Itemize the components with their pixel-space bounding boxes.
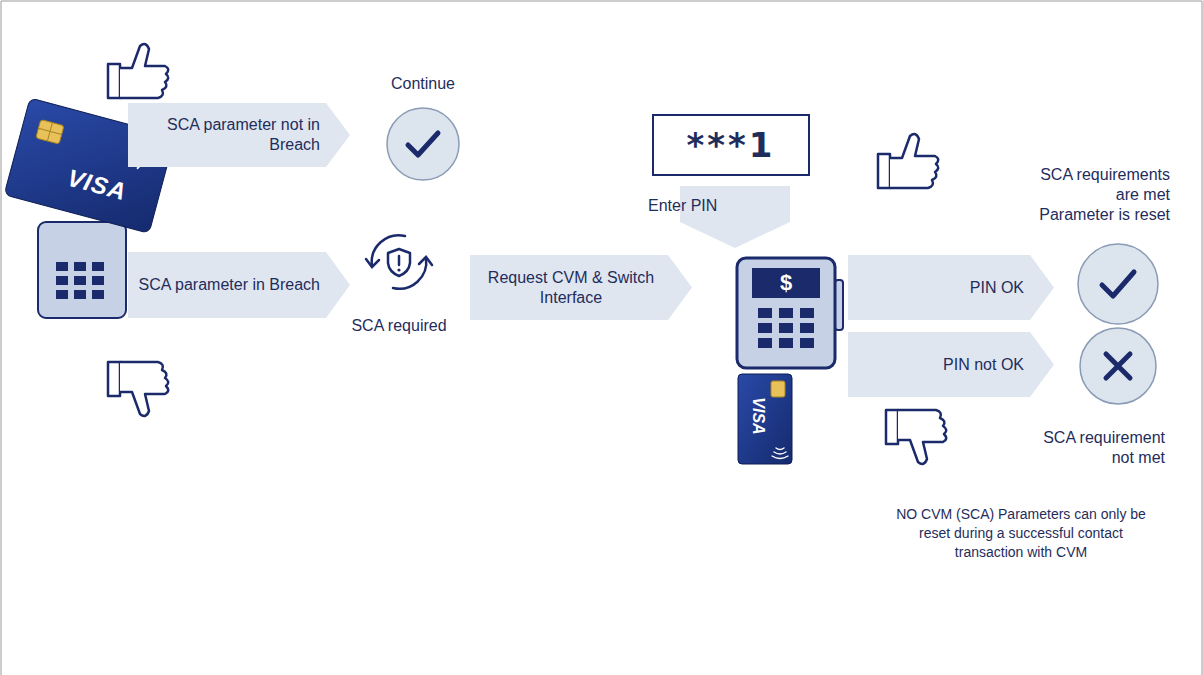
payment-terminal [38,222,126,318]
result-note: Parameter is reset [990,205,1170,225]
payment-terminal [737,258,843,368]
icon-caption: SCA required [345,316,453,336]
band-label: SCA parameter in Breach [138,275,320,295]
contact-card [738,374,792,464]
result-note-text: SCA requirement not met [1030,428,1165,468]
chevron-band: Request CVM & Switch Interface [470,255,692,320]
card-brand: VISA [749,391,767,441]
pin-display: ***1 [652,114,810,176]
band-label: PIN OK [858,278,1024,298]
chevron-band: SCA parameter in Breach [128,252,350,318]
result-circle-ok [1078,244,1158,324]
band-label: SCA parameter not in Breach [138,115,320,155]
footnote-text: NO CVM (SCA) Parameters can only be rese… [887,505,1155,562]
screen-symbol: $ [752,269,820,297]
node-outline [128,103,350,167]
chevron-band: PIN not OK [848,332,1054,397]
result-circle: Continue [383,74,463,182]
circle-heading: Continue [383,74,463,94]
band-label: PIN not OK [858,355,1024,375]
down-chevron: Enter PIN [646,186,796,248]
band-label: Request CVM & Switch Interface [480,268,662,308]
footnote: NO CVM (SCA) Parameters can only be rese… [876,505,1166,562]
result-note-text: SCA requirements are met [1035,165,1170,205]
node-outline [646,186,796,248]
chevron-band: PIN OK [848,255,1054,320]
band-label: Enter PIN [648,196,717,216]
node-outline [470,255,692,320]
sca-icon: SCA required [345,226,453,344]
pin-text: ***1 [687,125,776,165]
thumb-icons [108,44,946,464]
card-brand: VISA [62,163,131,207]
result-note: SCA requirement not met [1010,428,1165,468]
chevron-band: SCA parameter not in Breach [128,103,350,167]
result-note: SCA requirements are met [1010,165,1170,205]
result-circle-fail [1080,328,1156,404]
